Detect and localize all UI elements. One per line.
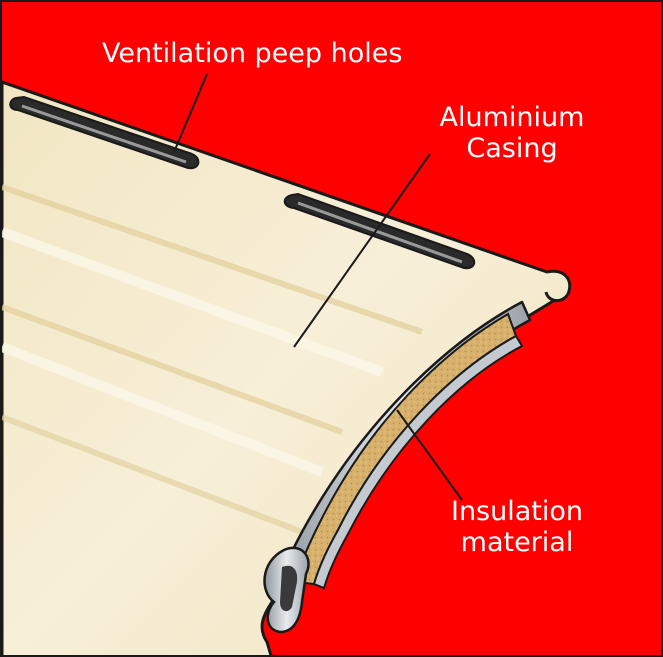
vent-slot-2-highlight: [297, 201, 463, 264]
label-aluminium-casing: Aluminium Casing: [432, 102, 592, 164]
slat-band-5: [2, 414, 304, 535]
label-ventilation-peep-holes: Ventilation peep holes: [102, 38, 403, 69]
slat-band-1: [2, 184, 423, 335]
label-aluminium-line1: Aluminium: [439, 102, 585, 133]
vent-slot-1-highlight: [21, 104, 187, 164]
top-hook: [544, 269, 572, 302]
label-insulation-material: Insulation material: [447, 496, 587, 558]
bottom-hook-cavity: [280, 565, 298, 612]
leader-ventilation: [173, 73, 208, 153]
inner-skin: [312, 334, 524, 590]
slat-band-2: [2, 227, 384, 377]
slat-band-3: [2, 304, 344, 435]
label-aluminium-line2: Casing: [466, 133, 558, 164]
leader-aluminium: [293, 153, 431, 348]
label-insulation-line2: material: [460, 527, 574, 558]
leader-insulation: [396, 409, 463, 501]
slat-band-4: [2, 342, 324, 477]
label-insulation-line1: Insulation: [450, 496, 584, 527]
